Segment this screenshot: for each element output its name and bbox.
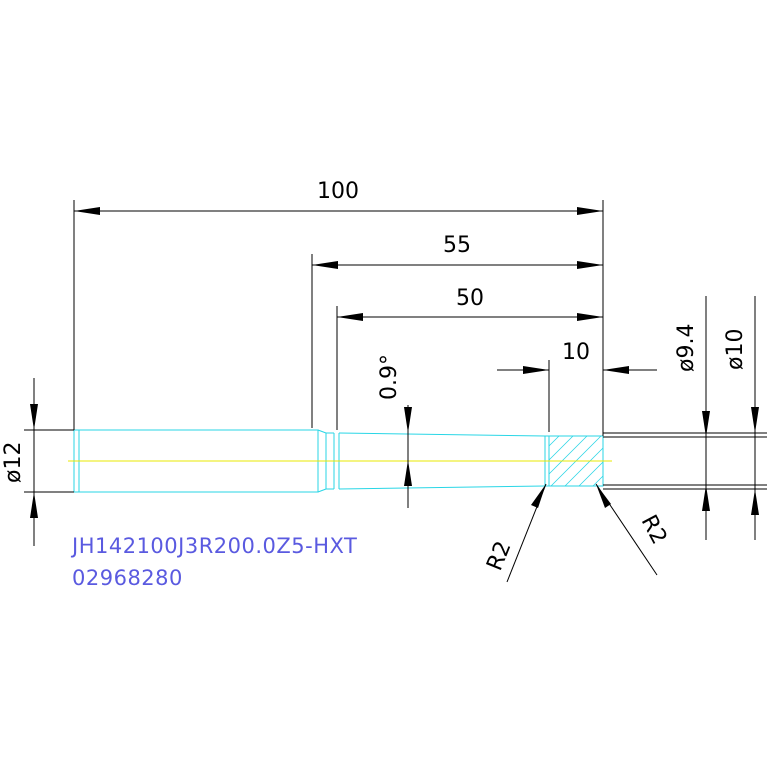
dimension-10-label: 10	[562, 340, 590, 365]
dimension-angle-label: 0.9°	[377, 354, 402, 400]
part-number: 02968280	[72, 566, 183, 590]
taper-bottom	[338, 485, 546, 490]
dimension-tip-diameters: ø9.4 ø10	[603, 296, 767, 540]
dimension-55-label: 55	[443, 233, 471, 258]
part-code: JH142100J3R200.0Z5-HXT	[70, 534, 357, 558]
radius-right-label: R2	[636, 511, 672, 549]
cutting-head-hatch	[548, 435, 604, 487]
dimension-50-label: 50	[456, 286, 484, 311]
radius-left-label: R2	[482, 538, 516, 575]
dimension-55: 55	[311, 233, 603, 428]
dimension-d12: ø12	[1, 378, 74, 546]
radius-left: R2	[482, 483, 547, 583]
dimension-d94-label: ø9.4	[674, 324, 699, 372]
taper-top	[338, 432, 546, 437]
dimension-d10-label: ø10	[723, 329, 748, 370]
dimension-100: 100	[73, 179, 604, 436]
radius-right: R2	[595, 483, 672, 576]
dimension-d12-label: ø12	[1, 442, 26, 483]
dimension-100-label: 100	[317, 179, 359, 204]
dimension-50: 50	[336, 286, 603, 430]
dimension-10: 10	[497, 340, 657, 432]
dimension-angle: 0.9°	[377, 354, 412, 508]
